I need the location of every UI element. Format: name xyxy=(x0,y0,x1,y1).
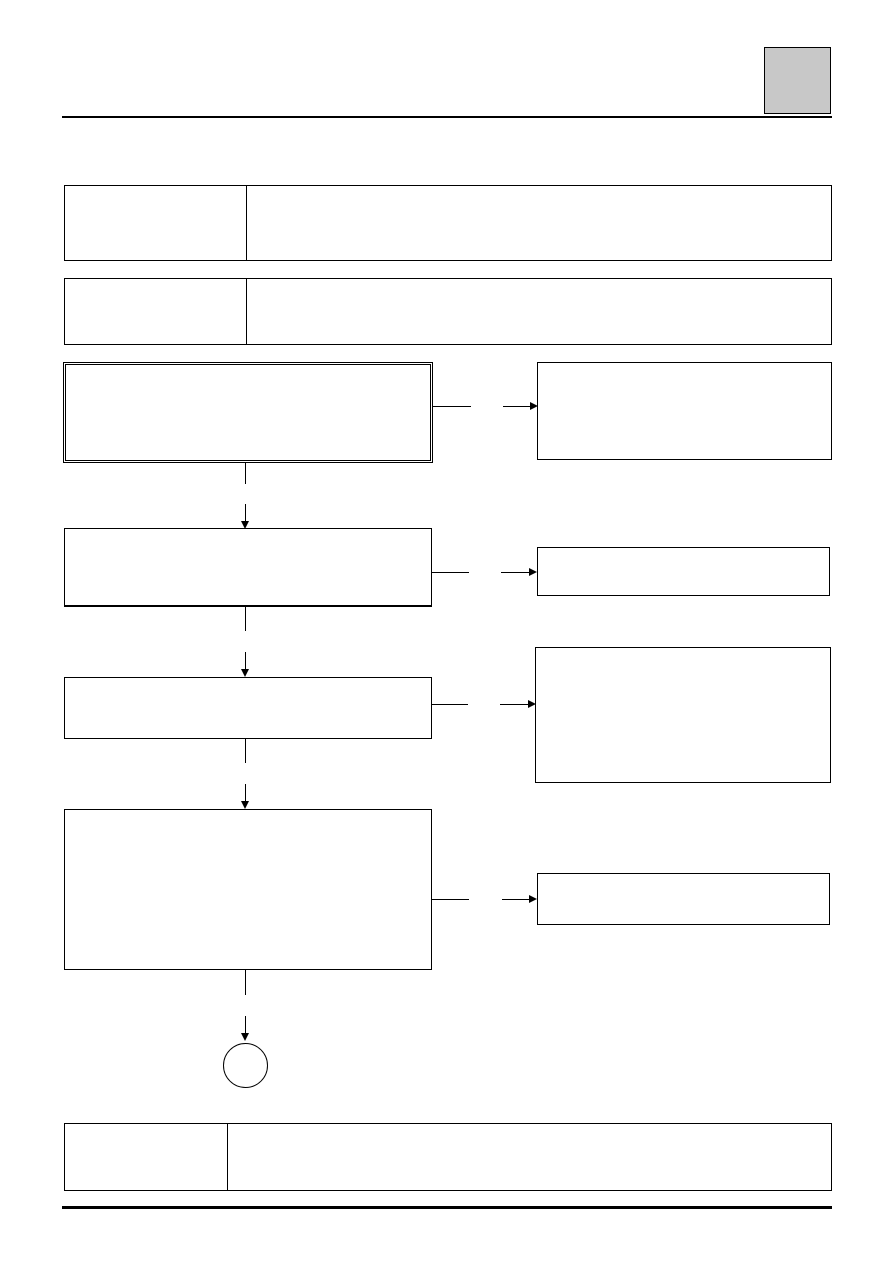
flow-step-2-down-line-b xyxy=(245,652,246,670)
flow-step-4-down-arrow xyxy=(241,1033,249,1041)
flow-step-1-right-line-b xyxy=(503,406,531,407)
footer-row-text xyxy=(228,1124,831,1190)
section-tab xyxy=(764,47,831,114)
flow-step-3-side-text xyxy=(536,648,830,660)
flow-step-4-down-line-b xyxy=(245,1016,246,1034)
flow-step-1-text xyxy=(66,365,430,377)
info-row-1 xyxy=(64,185,832,261)
info-row-2-label xyxy=(65,279,246,344)
flow-step-1-down-line-a xyxy=(245,463,246,484)
flow-step-2-right-line-a xyxy=(432,572,469,573)
flow-step-3-text xyxy=(65,678,431,690)
info-row-1-label xyxy=(65,186,246,260)
flow-step-4 xyxy=(64,809,432,970)
flow-step-3-down-line-a xyxy=(245,739,246,763)
flow-step-2-down-arrow xyxy=(241,669,249,677)
flow-step-3 xyxy=(64,677,432,739)
flow-step-2 xyxy=(64,528,432,607)
flow-step-2-right-line-b xyxy=(501,572,530,573)
flow-step-4-right-arrow xyxy=(529,895,537,903)
flow-step-1-side-text xyxy=(538,363,831,375)
flow-step-4-side-box xyxy=(537,873,830,925)
flow-step-3-right-arrow xyxy=(528,700,536,708)
flow-step-1-down-arrow xyxy=(241,521,249,529)
flow-step-1-down-line-b xyxy=(245,504,246,521)
section-tab-label xyxy=(765,43,781,70)
info-row-1-text xyxy=(247,186,831,260)
info-row-2-underline xyxy=(64,344,832,345)
flow-connector-circle xyxy=(223,1043,268,1088)
flow-step-3-down-arrow xyxy=(241,801,249,809)
info-row-2-text xyxy=(247,279,831,344)
flow-step-4-right-line-a xyxy=(432,899,469,900)
flow-step-1-right-arrow xyxy=(530,402,538,410)
flow-step-1-side-box xyxy=(537,362,832,460)
flow-step-2-side-text xyxy=(538,548,829,560)
footer-row xyxy=(64,1123,832,1191)
flow-step-2-text xyxy=(65,529,431,541)
flow-step-2-right-arrow xyxy=(529,568,537,576)
header-rule xyxy=(62,116,832,118)
info-row-2-divider xyxy=(246,279,247,344)
footer-rule xyxy=(62,1206,832,1209)
flow-step-1-right-line-a xyxy=(433,406,471,407)
info-row-1-divider xyxy=(246,186,247,260)
footer-row-divider xyxy=(227,1124,228,1190)
footer-row-label xyxy=(65,1124,227,1190)
page-title xyxy=(64,80,744,110)
flow-step-4-text xyxy=(65,810,431,822)
flow-step-4-down-line-a xyxy=(245,970,246,995)
flow-step-1 xyxy=(63,362,433,463)
flow-step-4-side-text xyxy=(538,874,829,886)
flow-step-3-side-box xyxy=(535,647,831,783)
flow-step-3-right-line-b xyxy=(500,704,529,705)
flow-step-2-down-line-a xyxy=(245,607,246,631)
info-row-2 xyxy=(64,278,832,345)
flow-step-3-right-line-a xyxy=(432,704,468,705)
flow-step-4-right-line-b xyxy=(502,899,530,900)
flow-step-3-down-line-b xyxy=(245,784,246,802)
flow-step-2-side-box xyxy=(537,547,830,596)
